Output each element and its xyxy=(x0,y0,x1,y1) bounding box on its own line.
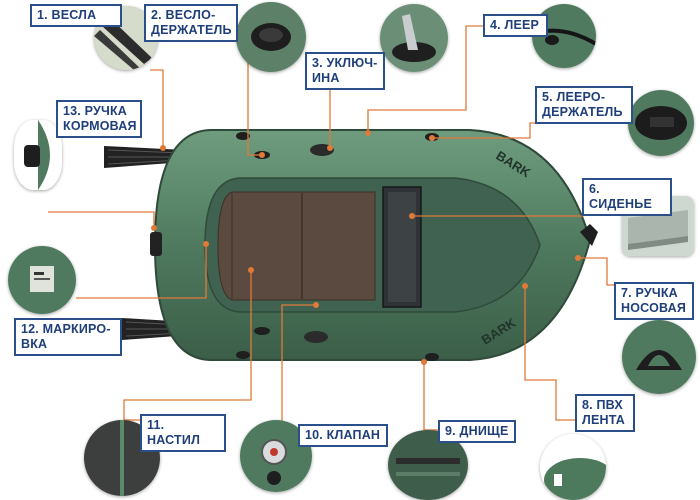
oar-holder-photo xyxy=(236,2,306,72)
stern-handle-photo xyxy=(14,120,62,190)
floor-boards xyxy=(217,191,376,301)
top-oar xyxy=(104,146,414,168)
label-valve: 10. КЛАПАН xyxy=(298,424,388,447)
hull-brand-top: BARK xyxy=(493,148,533,181)
bow-handle-photo xyxy=(622,320,696,394)
label-bottom: 9. ДНИЩЕ xyxy=(438,420,516,443)
marking-photo xyxy=(8,246,76,314)
label-floor: 11. НАСТИЛ xyxy=(140,414,226,452)
label-stern-handle: 13. РУЧКА КОРМОВАЯ xyxy=(56,100,142,138)
label-seat: 6. СИДЕНЬЕ xyxy=(582,178,672,216)
label-oar-holder: 2. ВЕСЛО- ДЕРЖАТЕЛЬ xyxy=(144,4,238,42)
label-rope-holder: 5. ЛЕЕРО- ДЕРЖАТЕЛЬ xyxy=(535,86,633,124)
boat-hull xyxy=(153,129,592,361)
valve-photo xyxy=(240,420,312,492)
label-bow-handle: 7. РУЧКА НОСОВАЯ xyxy=(614,282,694,320)
rope-holder-photo xyxy=(628,90,694,156)
label-pvc-strip: 8. ПВХ ЛЕНТА xyxy=(575,394,635,432)
pvc-strip-photo xyxy=(540,434,606,500)
oarlock-photo xyxy=(380,4,448,72)
label-oars: 1. ВЕСЛА xyxy=(30,4,122,27)
seat-board xyxy=(382,186,422,308)
hull-brand-bottom: BARK xyxy=(479,315,519,348)
label-rope: 4. ЛЕЕР xyxy=(483,14,548,37)
label-marking: 12. МАРКИРО- ВКА xyxy=(14,318,122,356)
label-oarlock: 3. УКЛЮЧ- ИНА xyxy=(305,52,385,90)
bottom-oar xyxy=(122,318,429,340)
